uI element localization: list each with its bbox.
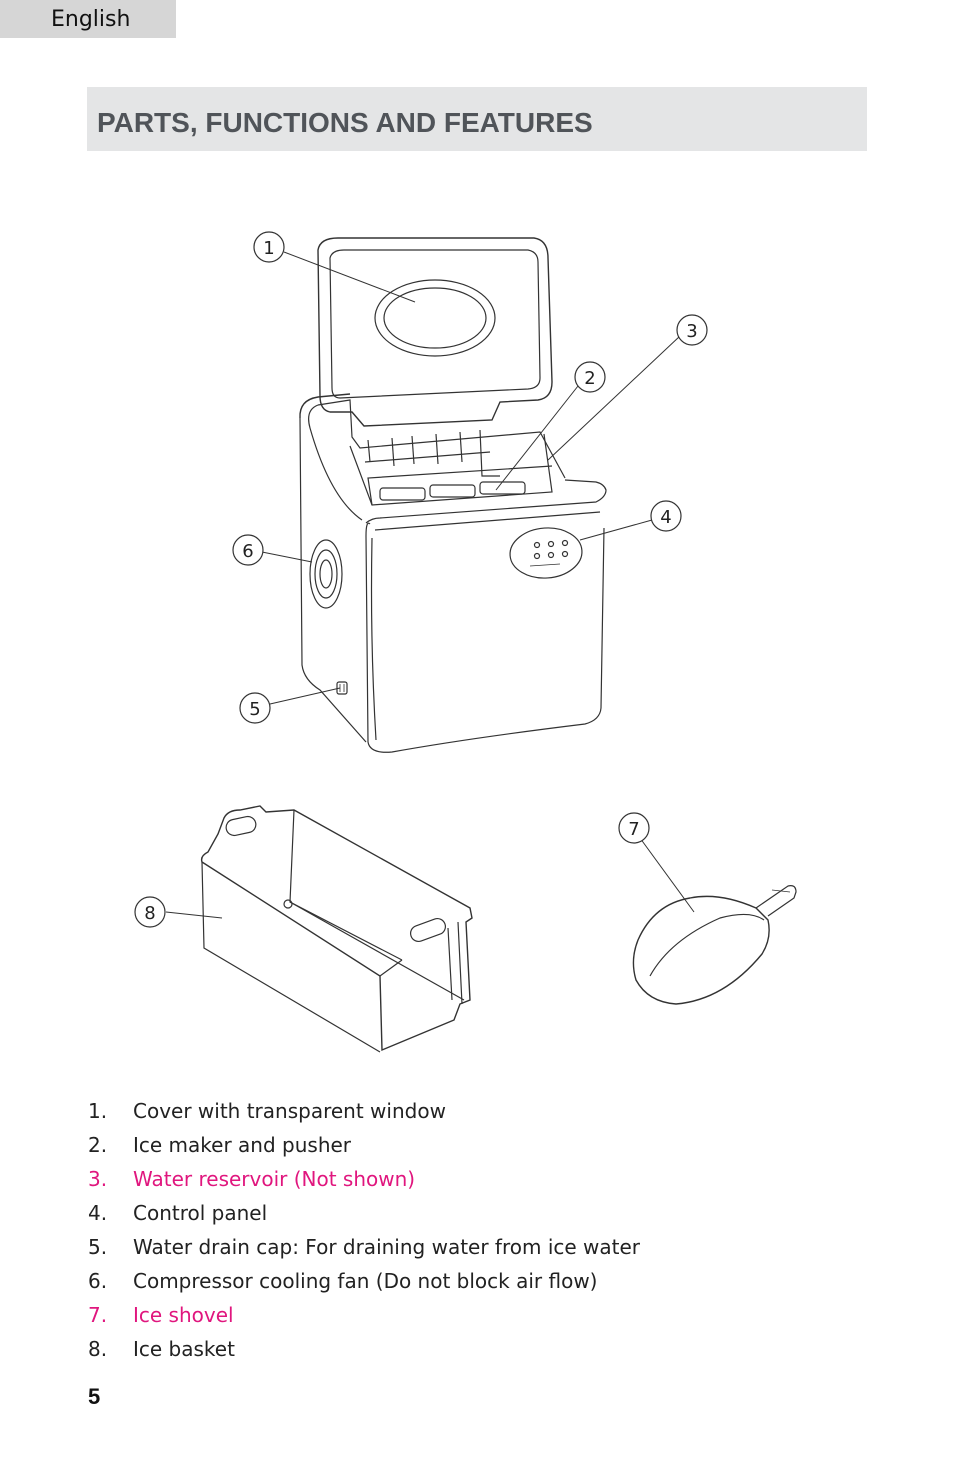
parts-list-item: 5. Water drain cap: For draining water fr… bbox=[88, 1230, 640, 1264]
item-label: Water drain cap: For draining water from… bbox=[133, 1235, 641, 1259]
callout-7: 7 bbox=[618, 812, 650, 844]
svg-text:1: 1 bbox=[263, 238, 274, 259]
page-number: 5 bbox=[88, 1384, 101, 1409]
item-number: 2. bbox=[88, 1133, 108, 1157]
lid-illustration bbox=[317, 237, 553, 427]
item-label: Water reservoir (Not shown) bbox=[133, 1167, 416, 1191]
callout-5: 5 bbox=[239, 692, 271, 724]
item-number: 7. bbox=[88, 1303, 108, 1327]
callout-4: 4 bbox=[650, 500, 682, 532]
callout-3: 3 bbox=[676, 314, 708, 346]
item-number: 3. bbox=[88, 1167, 108, 1191]
drain-cap-illustration bbox=[336, 681, 348, 695]
item-number: 8. bbox=[88, 1337, 108, 1361]
svg-text:6: 6 bbox=[242, 541, 253, 562]
language-tab: English bbox=[0, 0, 176, 38]
control-panel-illustration bbox=[509, 527, 583, 579]
callout-2: 2 bbox=[574, 361, 606, 393]
svg-text:4: 4 bbox=[660, 507, 671, 528]
parts-list-item: 2. Ice maker and pusher bbox=[88, 1128, 640, 1162]
item-label: Compressor cooling fan (Do not block air… bbox=[133, 1269, 598, 1293]
svg-text:8: 8 bbox=[144, 903, 155, 924]
item-number: 4. bbox=[88, 1201, 108, 1225]
parts-list-item: 3. Water reservoir (Not shown) bbox=[88, 1162, 640, 1196]
item-label: Ice basket bbox=[133, 1337, 235, 1361]
svg-text:3: 3 bbox=[686, 321, 697, 342]
item-label: Ice maker and pusher bbox=[133, 1133, 352, 1157]
item-label: Control panel bbox=[133, 1201, 268, 1225]
ice-basket-illustration bbox=[200, 805, 473, 1053]
ice-maker-illustration bbox=[299, 393, 607, 753]
parts-list-item: 6. Compressor cooling fan (Do not block a… bbox=[88, 1264, 640, 1298]
parts-diagram: 1 2 3 4 5 6 7 8 bbox=[134, 231, 797, 1053]
item-number: 1. bbox=[88, 1099, 108, 1123]
parts-list-item: 7. Ice shovel bbox=[88, 1298, 640, 1332]
parts-list-item: 1. Cover with transparent window bbox=[88, 1094, 640, 1128]
callout-leaders bbox=[165, 251, 695, 919]
item-number: 5. bbox=[88, 1235, 108, 1259]
callout-1: 1 bbox=[253, 231, 285, 263]
svg-text:5: 5 bbox=[249, 699, 260, 720]
callout-6: 6 bbox=[232, 534, 264, 566]
fan-illustration bbox=[309, 539, 343, 609]
callout-8: 8 bbox=[134, 896, 166, 928]
parts-list: 1. Cover with transparent window 2. Ice ma… bbox=[88, 1094, 640, 1366]
parts-list-item: 4. Control panel bbox=[88, 1196, 640, 1230]
ice-shovel-illustration bbox=[632, 885, 797, 1005]
item-number: 6. bbox=[88, 1269, 108, 1293]
item-label: Ice shovel bbox=[133, 1303, 234, 1327]
section-title: PARTS, FUNCTIONS AND FEATURES bbox=[87, 87, 867, 151]
parts-list-item: 8. Ice basket bbox=[88, 1332, 640, 1366]
item-label: Cover with transparent window bbox=[133, 1099, 446, 1123]
svg-text:7: 7 bbox=[628, 819, 639, 840]
svg-text:2: 2 bbox=[584, 368, 595, 389]
